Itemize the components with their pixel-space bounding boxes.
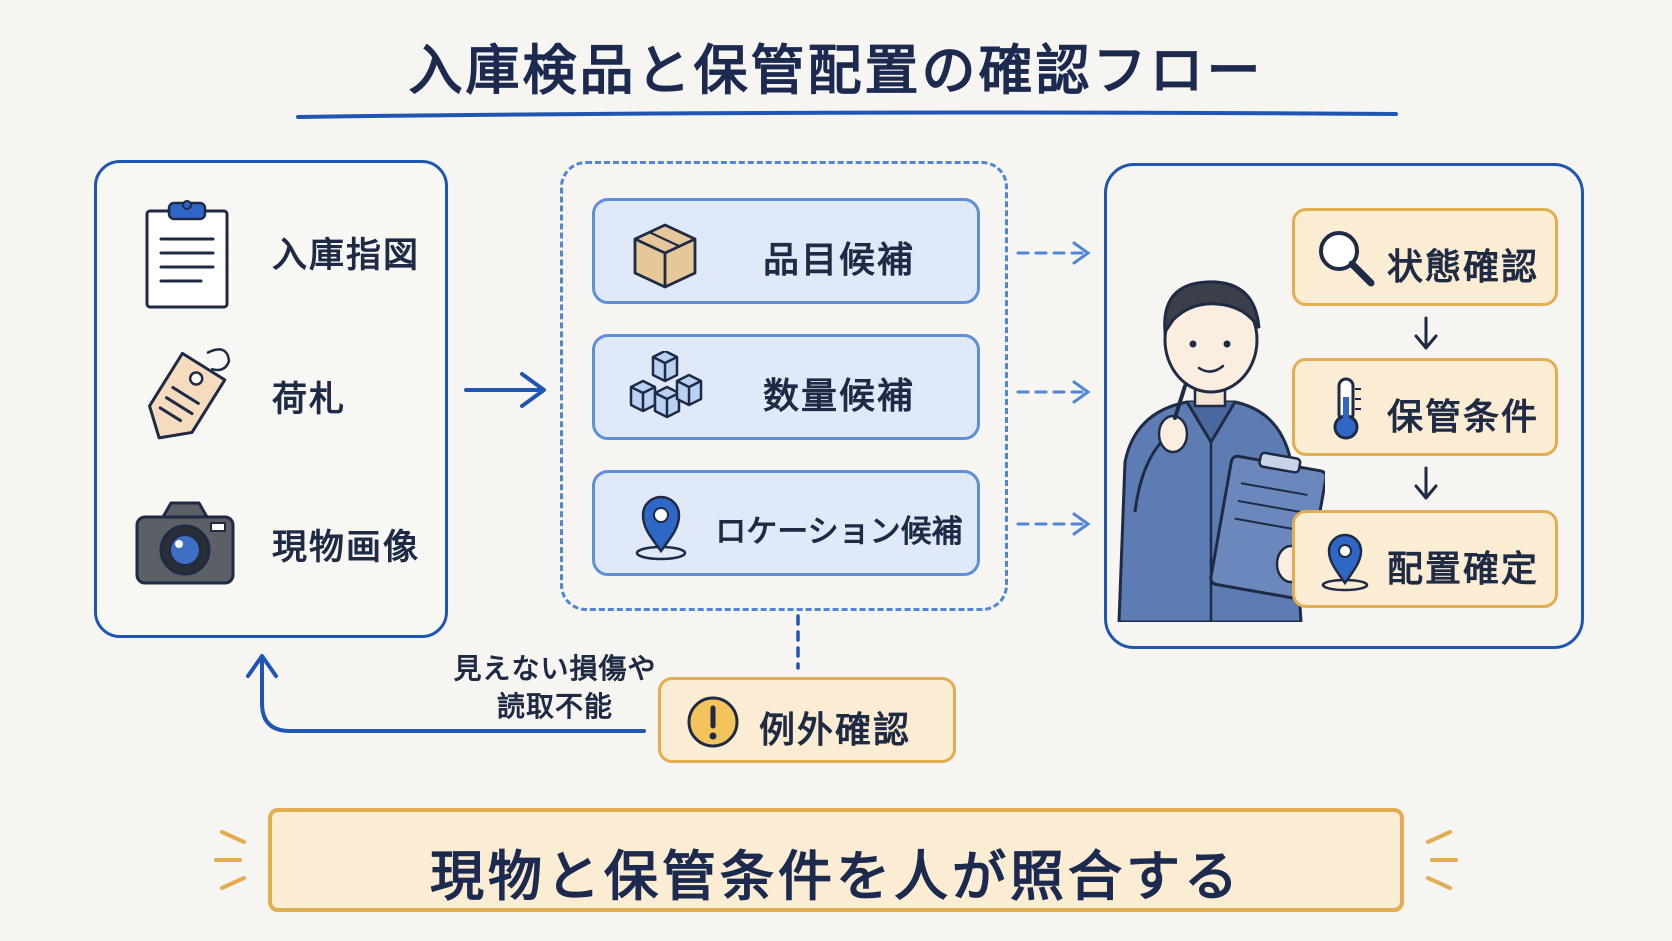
- candidate-label: 数量候補: [762, 376, 915, 417]
- feedback-note: 見えない損傷や 読取不能: [430, 650, 680, 726]
- location-pin-icon: [635, 495, 687, 561]
- check-step-placement: 配置確定: [1292, 510, 1558, 608]
- magnifier-icon: [1319, 231, 1375, 287]
- arrow-candidates-to-checks: [1016, 241, 1091, 536]
- warning-icon: [687, 696, 739, 748]
- arrow-between-checks: [1414, 316, 1438, 500]
- box-icon: [633, 223, 697, 289]
- feedback-arrow: [246, 654, 646, 733]
- location-pin-icon: [1321, 533, 1369, 592]
- check-step-storage: 保管条件: [1292, 358, 1558, 456]
- check-label: 配置確定: [1387, 549, 1540, 590]
- exception-box: 例外確認: [658, 677, 956, 763]
- source-item-photo: 現物画像: [97, 481, 451, 601]
- worker-illustration: [1117, 280, 1325, 622]
- candidate-item: 品目候補: [592, 198, 980, 304]
- source-panel: 入庫指図 荷札: [94, 160, 448, 638]
- tag-icon: [148, 348, 231, 440]
- source-label: 現物画像: [272, 528, 421, 568]
- arrow-sources-to-candidates: [464, 372, 546, 408]
- summary-banner: 現物と保管条件を人が照合する: [268, 808, 1404, 912]
- check-step-condition: 状態確認: [1292, 208, 1558, 306]
- check-label: 保管条件: [1387, 397, 1540, 438]
- title-underline: [296, 110, 1398, 119]
- candidate-label: 品目候補: [762, 240, 915, 281]
- exception-label: 例外確認: [759, 710, 912, 751]
- feedback-line: 見えない損傷や: [453, 652, 657, 685]
- sparkle-marks: [214, 830, 1458, 890]
- check-panel: [1104, 163, 1584, 649]
- page-title: 入庫検品と保管配置の確認フロー: [408, 39, 1264, 102]
- candidate-item: ロケーション候補: [592, 470, 980, 576]
- clipboard-icon: [145, 200, 229, 309]
- source-item-instruction: 入庫指図: [97, 189, 451, 309]
- source-label: 入庫指図: [272, 236, 421, 276]
- candidate-item: 数量候補: [592, 334, 980, 440]
- camera-icon: [135, 501, 235, 585]
- thermometer-icon: [1333, 377, 1361, 440]
- candidate-panel: [560, 161, 1008, 611]
- source-item-tag: 荷札: [97, 333, 451, 453]
- cubes-icon: [629, 351, 703, 419]
- candidate-label: ロケーション候補: [715, 514, 963, 550]
- source-label: 荷札: [272, 380, 347, 420]
- check-label: 状態確認: [1387, 247, 1540, 288]
- summary-text: 現物と保管条件を人が照合する: [430, 845, 1242, 908]
- feedback-line: 読取不能: [496, 690, 613, 723]
